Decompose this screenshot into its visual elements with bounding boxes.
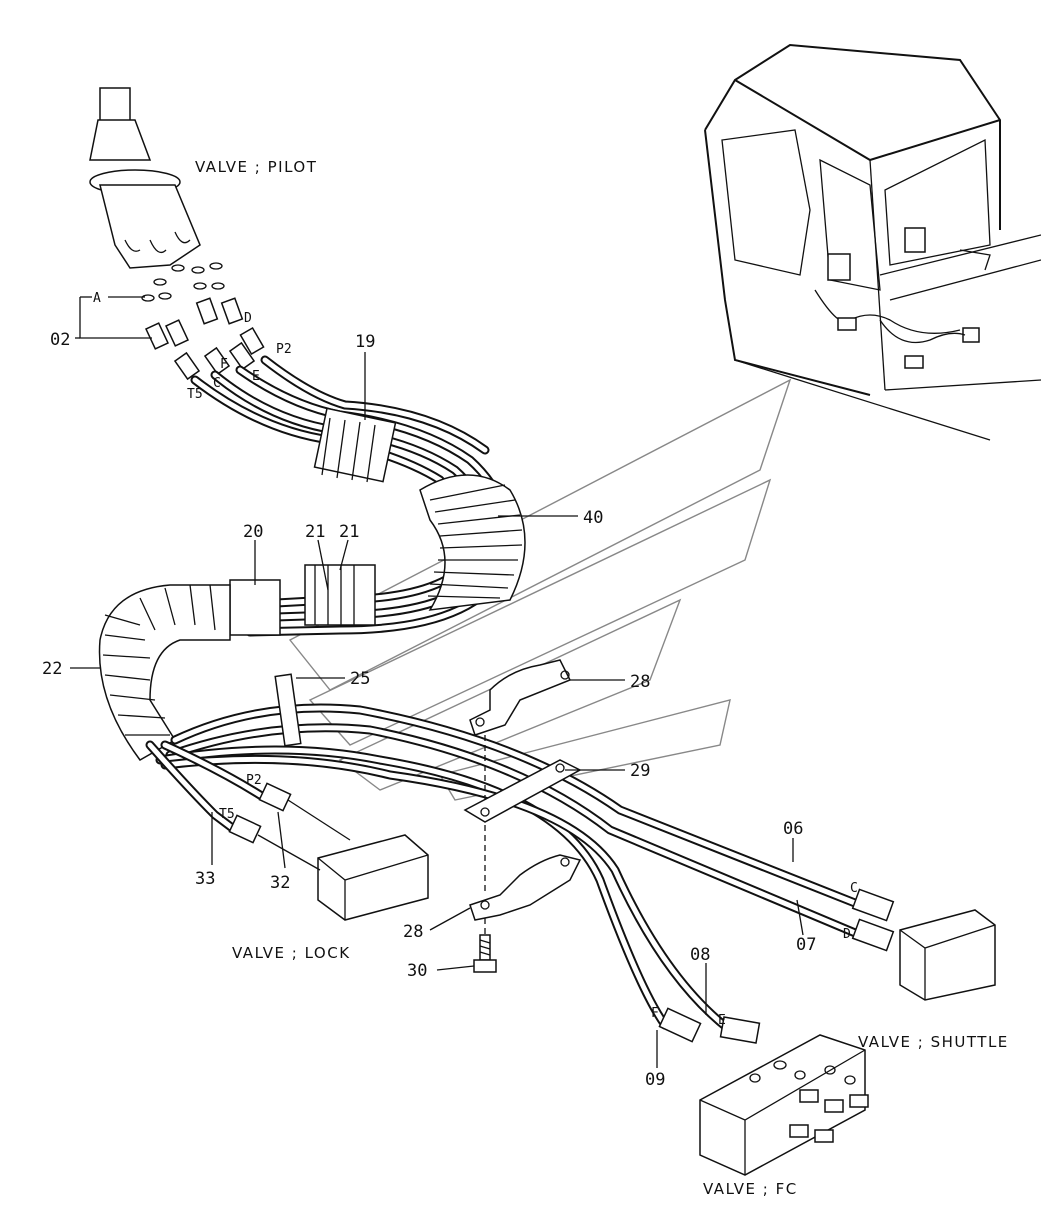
callout-07: 07 xyxy=(796,935,816,955)
port-f-fc: F xyxy=(651,1006,659,1021)
callout-08: 08 xyxy=(690,945,710,965)
port-p2-pilot: P2 xyxy=(276,342,292,357)
clamp-28-upper xyxy=(469,659,572,736)
callout-21a: 21 xyxy=(305,522,325,542)
callout-28-upper: 28 xyxy=(630,672,650,692)
port-e-fc: E xyxy=(718,1013,726,1028)
port-t5-lock: T5 xyxy=(219,807,235,822)
sleeve-20 xyxy=(229,579,281,636)
label-pilot-valve: VALVE ; PILOT xyxy=(195,158,317,176)
hose-fittings xyxy=(228,782,895,1044)
callout-30: 30 xyxy=(407,961,427,981)
o-rings xyxy=(141,262,225,302)
clip-25 xyxy=(274,673,302,747)
sleeve-19 xyxy=(313,407,397,483)
callout-32: 32 xyxy=(270,873,290,893)
callout-22: 22 xyxy=(42,659,62,679)
port-c-shuttle: C xyxy=(850,881,858,896)
callout-20: 20 xyxy=(243,522,263,542)
callout-25: 25 xyxy=(350,669,370,689)
port-p2-lock: P2 xyxy=(246,773,262,788)
corrugated-sleeve-40 xyxy=(419,474,526,611)
callout-29: 29 xyxy=(630,761,650,781)
port-e-pilot: E xyxy=(252,369,260,384)
port-d-pilot: D xyxy=(244,311,252,326)
pilot-fittings xyxy=(145,297,265,381)
lower-hoses xyxy=(145,703,865,1035)
port-t5-pilot: T5 xyxy=(187,387,203,402)
port-c-pilot: C xyxy=(213,376,221,391)
shuttle-valve xyxy=(899,909,996,1001)
port-f-pilot: F xyxy=(220,357,228,372)
callout-40: 40 xyxy=(583,508,603,528)
label-shuttle-valve: VALVE ; SHUTTLE xyxy=(858,1033,1009,1051)
fc-valve xyxy=(699,1034,869,1176)
pilot-valve xyxy=(89,87,201,269)
port-d-shuttle: D xyxy=(843,927,851,942)
port-a-pilot: A xyxy=(93,291,101,306)
callout-28-lower: 28 xyxy=(403,922,423,942)
clamp-28-lower xyxy=(469,854,582,921)
sleeve-21 xyxy=(304,564,376,626)
callout-06: 06 xyxy=(783,819,803,839)
bolt-30 xyxy=(473,934,497,973)
callout-09: 09 xyxy=(645,1070,665,1090)
lock-valve xyxy=(257,799,429,921)
label-fc-valve: VALVE ; FC xyxy=(703,1180,798,1198)
leader-lines xyxy=(70,296,804,1068)
callout-33: 33 xyxy=(195,869,215,889)
callout-21b: 21 xyxy=(339,522,359,542)
label-lock-valve: VALVE ; LOCK xyxy=(232,944,351,962)
spiral-guard-22 xyxy=(98,584,231,761)
callout-02: 02 xyxy=(50,330,70,350)
excavator-cab-inset xyxy=(704,43,1041,441)
callout-19: 19 xyxy=(355,332,375,352)
